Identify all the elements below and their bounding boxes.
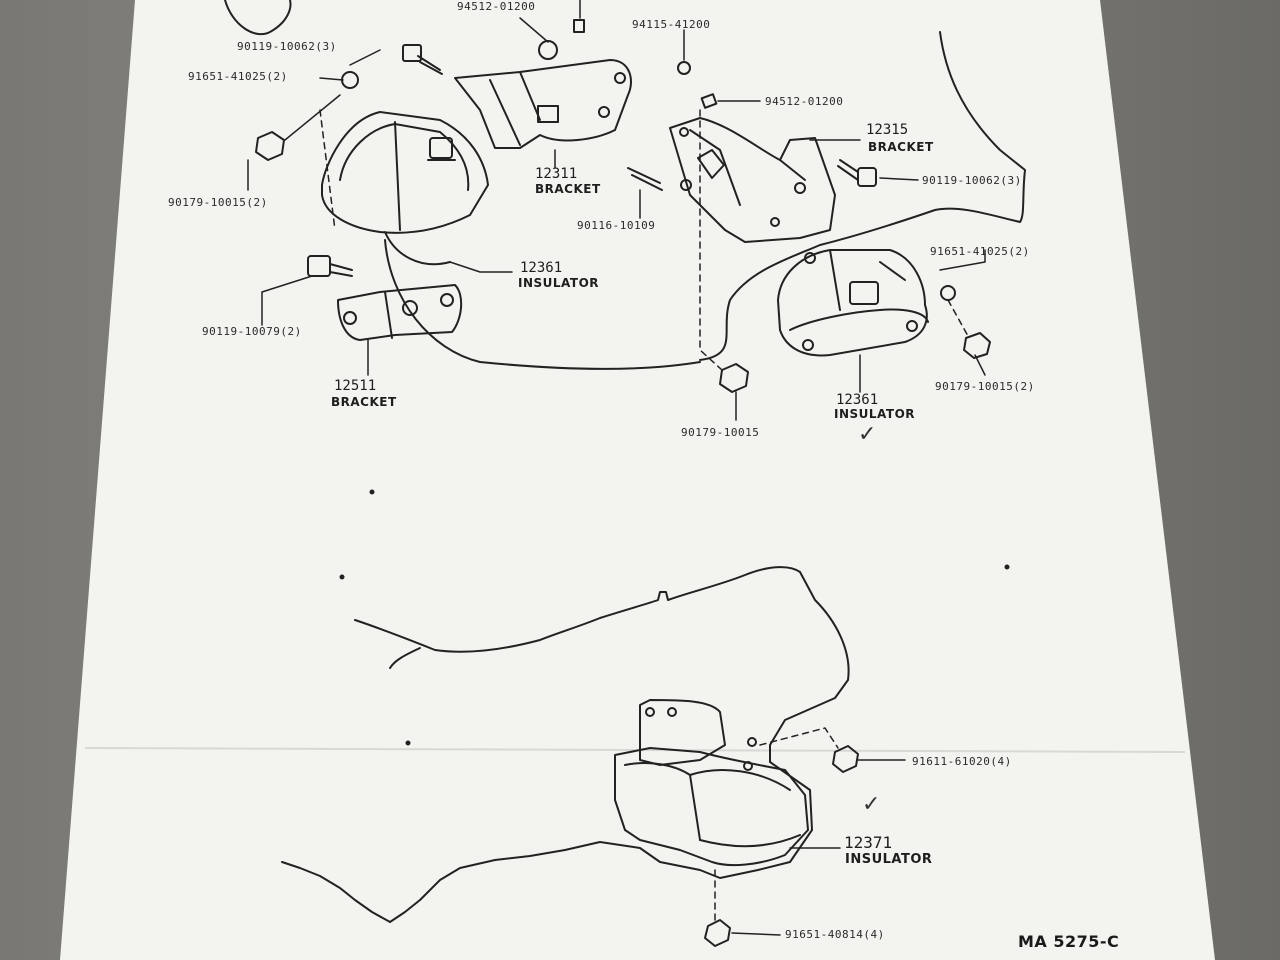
label-90119-10079: 90119-10079(2) (202, 325, 302, 338)
insulator-12361-right (777, 249, 929, 357)
bracket-12511 (337, 284, 463, 341)
nut-94115 (677, 61, 691, 75)
figure-code: MA 5275-C (1018, 932, 1120, 951)
dashed-lines-bottom (714, 727, 839, 921)
insulator-12361-left (321, 111, 489, 266)
part-name-12511: BRACKET (331, 395, 397, 409)
label-90116: 90116-10109 (577, 219, 656, 232)
washer-94512-top (538, 40, 558, 60)
part-name-12315: BRACKET (868, 140, 934, 154)
label-90179-10015-mid: 90179-10015 (681, 426, 760, 439)
part-name-12361-right: INSULATOR (834, 407, 916, 421)
stud-90116 (627, 167, 663, 191)
nut-91611 (832, 745, 859, 773)
nut-90179-right (963, 332, 991, 359)
engine-outline-low (384, 239, 701, 370)
bolt-left-upper (402, 44, 443, 75)
washer-94512-right (700, 93, 718, 109)
engine-outline-right (699, 31, 1026, 361)
speck (405, 740, 411, 746)
speck (1004, 564, 1010, 570)
transmission-left-edge (389, 647, 421, 669)
bracket-12311 (454, 59, 632, 149)
part-number-12311: 12311 (535, 166, 578, 182)
speck (339, 574, 345, 580)
bolt-90119-right (837, 159, 877, 187)
part-name-12311: BRACKET (535, 182, 601, 196)
label-90179-10015-right: 90179-10015(2) (935, 380, 1035, 393)
label-91651-41025-right: 91651-41025(2) (930, 245, 1030, 258)
label-91611: 91611-61020(4) (912, 755, 1012, 768)
part-number-12511: 12511 (334, 378, 377, 394)
label-90179-10015-left: 90179-10015(2) (168, 196, 268, 209)
nut-91651-40814 (704, 919, 731, 947)
transmission-outline (281, 566, 850, 923)
speck (369, 489, 375, 495)
leader-lines-bottom (731, 759, 906, 936)
part-number-12361-right: 12361 (836, 392, 879, 408)
label-91651-41025-left: 91651-41025(2) (188, 70, 288, 83)
label-94512-top: 94512-01200 (457, 0, 536, 13)
part-number-12371: 12371 (844, 833, 893, 852)
label-94512-right: 94512-01200 (765, 95, 844, 108)
dashed-lines-top (319, 109, 969, 371)
part-name-12361-left: INSULATOR (518, 276, 600, 290)
label-91651-40814: 91651-40814(4) (785, 928, 885, 941)
bolt-top (573, 19, 585, 33)
label-90119-10062-right: 90119-10062(3) (922, 174, 1022, 187)
label-90119-10062-left: 90119-10062(3) (237, 40, 337, 53)
part-number-12315: 12315 (866, 122, 909, 138)
leader-lines-top (247, 0, 986, 421)
label-94115: 94115-41200 (632, 18, 711, 31)
bolt-90119-10079 (307, 255, 353, 277)
nut-90179-left (255, 131, 285, 161)
check-mark-lower: ✓ (862, 792, 881, 817)
outline-top-left (224, 0, 292, 36)
nut-90179-mid (719, 363, 749, 393)
paper-sheet (60, 0, 1215, 960)
check-mark-upper: ✓ (858, 422, 877, 447)
part-number-12361-left: 12361 (520, 260, 563, 276)
part-name-12371: INSULATOR (845, 852, 933, 867)
insulator-12371 (614, 699, 809, 867)
